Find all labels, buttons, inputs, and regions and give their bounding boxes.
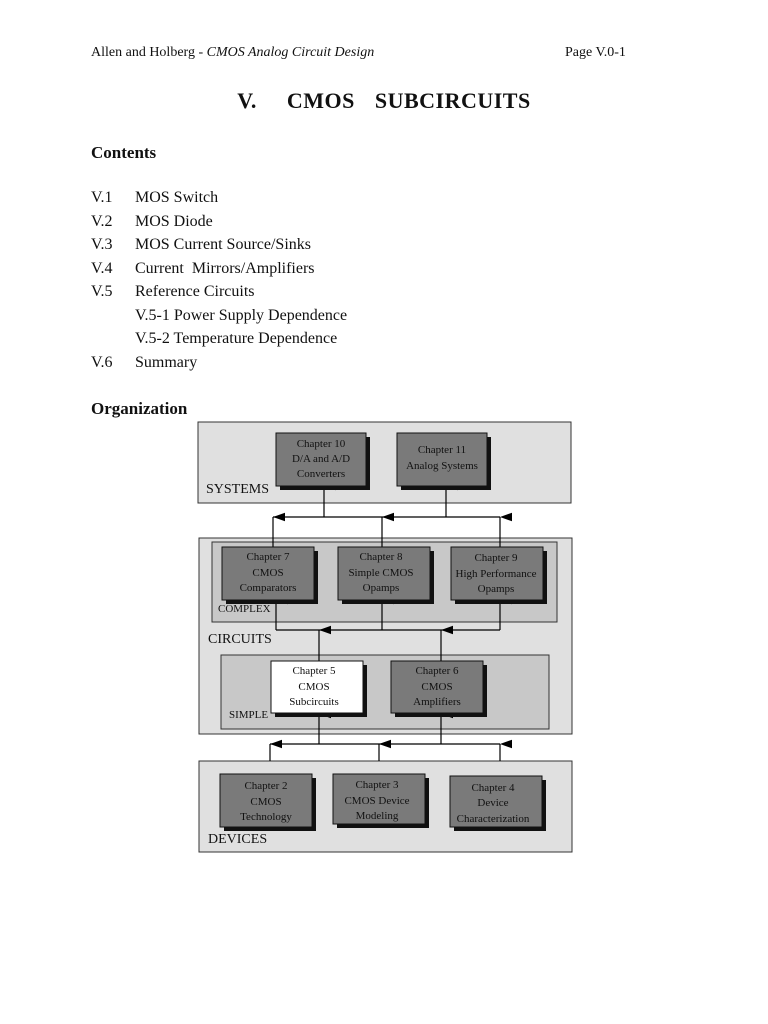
chapter-box-7-line-2: CMOS: [252, 567, 283, 579]
chapter-box-6: Chapter 6 CMOS Amplifiers: [390, 660, 487, 717]
systems-label: SYSTEMS: [206, 482, 269, 497]
contents-heading: Contents: [91, 143, 157, 162]
contents-item-number: V.1: [91, 189, 113, 206]
page-number: Page V.0-1: [565, 45, 626, 60]
chapter-box-8-line-1: Chapter 8: [359, 551, 403, 563]
contents-list: V.1 MOS Switch V.2 MOS Diode V.3 MOS Cur…: [91, 188, 511, 376]
contents-item: V.1 MOS Switch: [91, 188, 511, 212]
contents-item-number: V.4: [91, 259, 113, 277]
header-authors: Allen and Holberg -: [91, 45, 207, 60]
page-title: V. CMOS SUBCIRCUITS: [237, 88, 531, 113]
chapter-box-3: Chapter 3 CMOS Device Modeling: [332, 773, 429, 828]
simple-panel: [220, 654, 550, 730]
chapter-box-9-line-3: Opamps: [478, 583, 515, 595]
systems-panel: [197, 421, 572, 504]
header-book-title: CMOS Analog Circuit Design: [206, 45, 375, 60]
chapter-box-7: Chapter 7 CMOS Comparators: [221, 546, 318, 604]
chapter-box-11-line-2: Analog Systems: [406, 460, 478, 472]
connector-simple-to-complex: [275, 600, 500, 662]
chapter-box-7-line-3: Comparators: [240, 582, 297, 594]
chapter-box-11: Chapter 11 Analog Systems: [396, 432, 491, 490]
organization-heading: Organization: [91, 399, 188, 418]
contents-item: V.5 Reference Circuits: [91, 282, 511, 306]
devices-label: DEVICES: [208, 832, 267, 847]
circuits-label: CIRCUITS: [208, 632, 272, 647]
chapter-box-5: Chapter 5 CMOS Subcircuits: [270, 660, 367, 717]
chapter-box-11-line-1: Chapter 11: [418, 444, 466, 456]
complex-label: COMPLEX: [218, 603, 271, 615]
contents-item-number: V.2: [91, 212, 113, 230]
chapter-box-4-line-3: Characterization: [457, 813, 530, 825]
connector-circuits-to-systems: [272, 486, 500, 548]
chapter-box-2-line-1: Chapter 2: [244, 780, 287, 792]
contents-item: V.3 MOS Current Source/Sinks: [91, 235, 511, 259]
contents-item-number: V.6: [91, 353, 113, 371]
chapter-box-5-line-3: Subcircuits: [289, 696, 339, 708]
chapter-box-6-line-3: Amplifiers: [413, 696, 461, 708]
contents-subitem: V.5-1 Power Supply Dependence: [91, 306, 511, 330]
chapter-box-2-line-3: Technology: [240, 811, 292, 823]
chapter-box-9: Chapter 9 High Performance Opamps: [450, 546, 547, 604]
chapter-box-10-line-1: Chapter 10: [297, 438, 346, 450]
chapter-box-5-line-1: Chapter 5: [292, 665, 336, 677]
chapter-box-9-line-2: High Performance: [456, 568, 537, 580]
chapter-box-4: Chapter 4 Device Characterization: [449, 775, 546, 831]
chapter-box-7-line-1: Chapter 7: [246, 551, 290, 563]
contents-item-label: MOS Diode: [135, 212, 213, 230]
chapter-box-10-line-3: Converters: [297, 468, 345, 480]
chapter-box-3-line-3: Modeling: [356, 810, 399, 822]
running-header: Allen and Holberg - CMOS Analog Circuit …: [91, 45, 374, 61]
chapter-box-10-line-2: D/A and A/D: [292, 453, 350, 465]
contents-item-label: Summary: [135, 353, 198, 371]
contents-item-label: V.5-1 Power Supply Dependence: [135, 306, 348, 324]
chapter-box-6-line-1: Chapter 6: [415, 665, 459, 677]
chapter-box-8-line-3: Opamps: [363, 582, 400, 594]
contents-item: V.4 Current Mirrors/Amplifiers: [91, 259, 511, 283]
contents-item-label: Current Mirrors/Amplifiers: [135, 259, 315, 277]
chapter-box-4-line-1: Chapter 4: [471, 782, 515, 794]
contents-item-number: V.3: [91, 236, 113, 253]
chapter-box-2-line-2: CMOS: [250, 796, 281, 808]
chapter-box-2: Chapter 2 CMOS Technology: [219, 773, 316, 831]
chapter-box-3-line-2: CMOS Device: [344, 795, 409, 807]
contents-item: V.6 Summary: [91, 353, 511, 377]
connector-devices-to-simple: [269, 714, 500, 761]
contents-item-label: MOS Switch: [135, 189, 219, 206]
contents-item-label: Reference Circuits: [135, 283, 255, 300]
chapter-box-10: Chapter 10 D/A and A/D Converters: [275, 432, 370, 490]
chapter-box-4-line-2: Device: [477, 797, 508, 809]
chapter-box-3-line-1: Chapter 3: [355, 779, 399, 791]
chapter-box-6-line-2: CMOS: [421, 681, 452, 693]
contents-item-number: V.5: [91, 283, 113, 300]
chapter-box-8: Chapter 8 Simple CMOS Opamps: [337, 546, 434, 604]
simple-label: SIMPLE: [229, 709, 268, 721]
contents-item-label: MOS Current Source/Sinks: [135, 236, 311, 253]
chapter-box-5-line-2: CMOS: [298, 681, 329, 693]
contents-subitem: V.5-2 Temperature Dependence: [91, 329, 511, 353]
contents-item: V.2 MOS Diode: [91, 212, 511, 236]
chapter-box-8-line-2: Simple CMOS: [348, 567, 413, 579]
chapter-box-9-line-1: Chapter 9: [474, 552, 518, 564]
contents-item-label: V.5-2 Temperature Dependence: [135, 330, 338, 347]
